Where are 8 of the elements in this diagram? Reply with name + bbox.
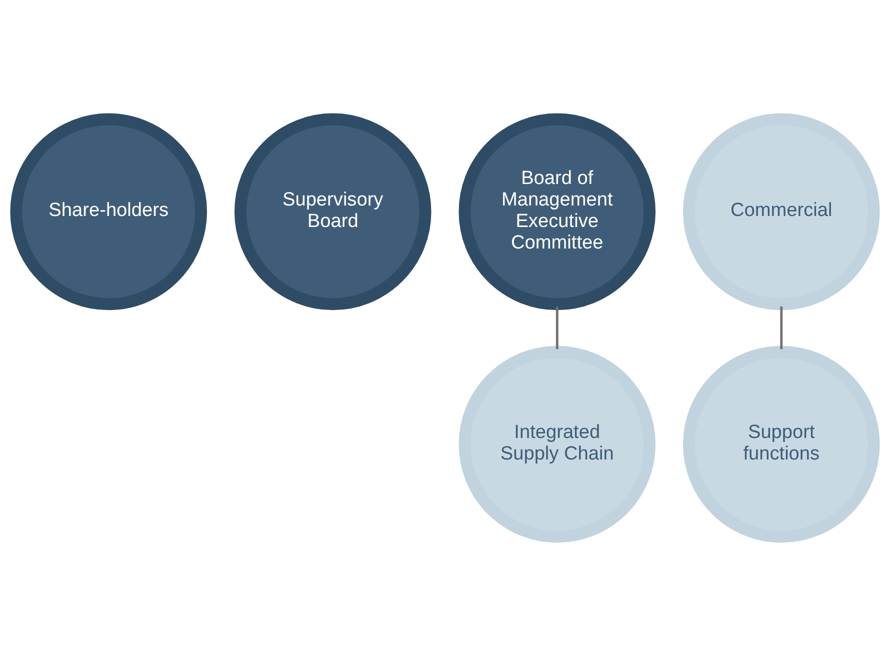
connector (780, 306, 782, 350)
node-circle: Supervisory Board (234, 113, 431, 310)
node-circle: Integrated Supply Chain (458, 346, 656, 543)
node-circle: Commercial (682, 113, 880, 310)
node-circle: Support functions (682, 346, 880, 543)
connector (555, 306, 558, 350)
node-circle: Share-holders (10, 113, 207, 310)
node-circle: Board of Management Executive Committee (458, 113, 656, 310)
